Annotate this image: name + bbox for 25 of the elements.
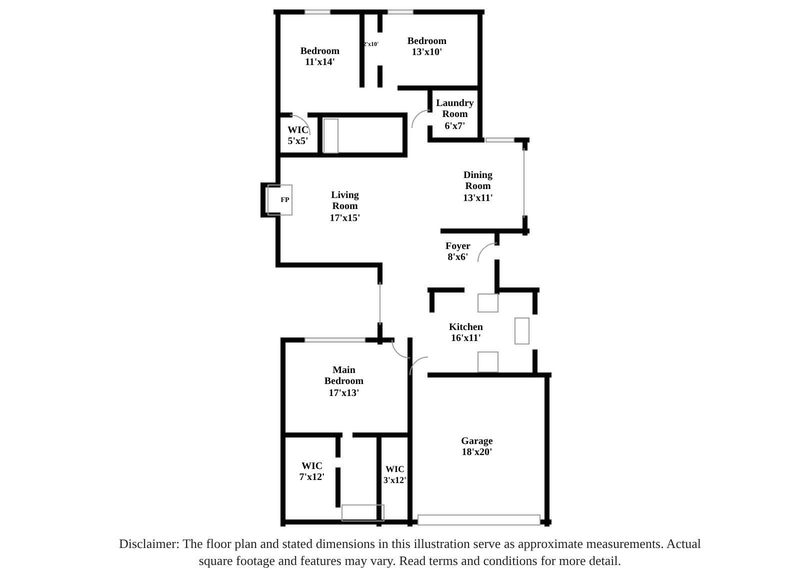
room-label: Bedroom (299, 46, 341, 57)
room-label: 18'x20' (460, 447, 494, 458)
room-label: 8'x6' (446, 252, 470, 263)
room-label: Living Room (330, 190, 360, 212)
room-label: 13'x10' (410, 47, 444, 58)
room-label: WIC (384, 465, 406, 475)
room-label: 17'x13' (328, 388, 360, 399)
room-label: 3'x12' (382, 476, 408, 486)
room-label: Kitchen (448, 322, 484, 333)
room-label: 13'x11' (462, 193, 494, 204)
room-label: Dining Room (462, 170, 494, 192)
room-label: Main Bedroom (323, 365, 365, 387)
room-label: 17'x15' (328, 213, 362, 224)
room-label: Bedroom (406, 36, 448, 47)
room-label: Foyer (444, 241, 472, 252)
room-label: WIC (300, 461, 324, 472)
room-label: 5'x5' (286, 136, 310, 147)
room-label: 16'x11' (450, 333, 482, 344)
room-label: Laundry Room (435, 98, 475, 120)
room-label: 7'x12' (298, 472, 326, 483)
room-label: 11'x14' (304, 57, 336, 68)
disclaimer-caption: Disclaimer: The floor plan and stated dimensions in this illustration serve as approximate measurements. Actual square footage and features may vary. Read terms and conditions for more detail. (118, 535, 702, 569)
room-label: 6'x7' (444, 121, 466, 132)
room-label: WIC (286, 125, 310, 136)
room-label: Garage (460, 436, 494, 447)
